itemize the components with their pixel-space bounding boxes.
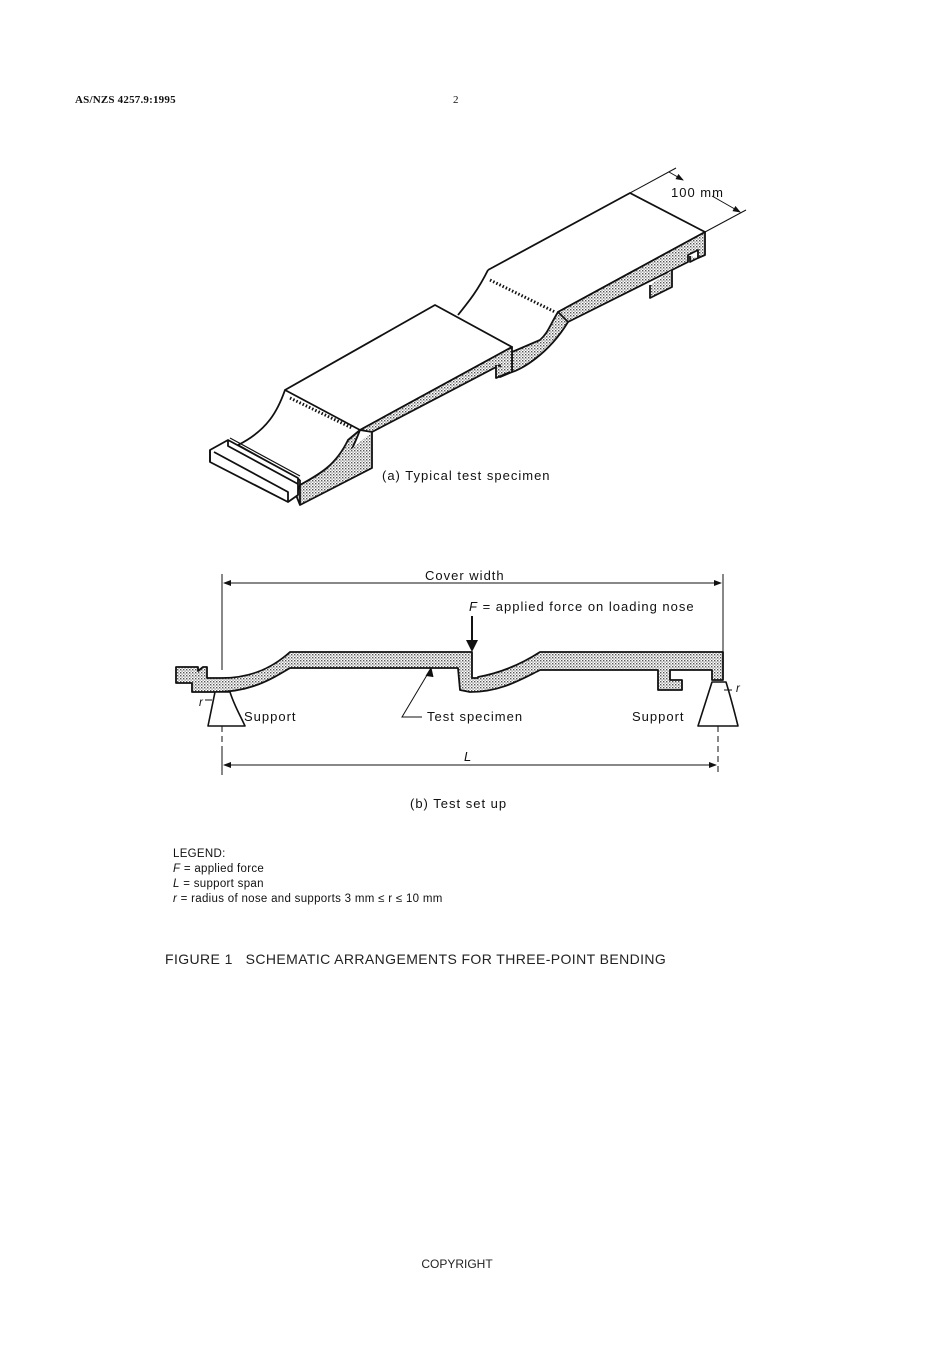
legend-item-force: F = applied force [173, 863, 265, 875]
specimen-leader [401, 666, 434, 718]
specimen-isometric [209, 167, 747, 506]
figure-caption: FIGURE 1 SCHEMATIC ARRANGEMENTS FOR THRE… [165, 951, 667, 967]
figure-a-caption: (a) Typical test specimen [382, 468, 551, 483]
right-radius-symbol: r [736, 683, 741, 695]
legend-title: LEGEND: [173, 848, 226, 860]
copyright-footer: COPYRIGHT [421, 1257, 493, 1271]
specimen-cross-section [175, 651, 724, 693]
legend-item-radius: r = radius of nose and supports 3 mm ≤ r… [173, 893, 443, 905]
left-support-label: Support [244, 709, 297, 724]
right-support [697, 681, 739, 775]
span-dimension [221, 752, 717, 775]
standard-id: AS/NZS 4257.9:1995 [75, 94, 176, 106]
cover-width-label: Cover width [425, 568, 505, 583]
right-support-label: Support [632, 709, 685, 724]
force-symbol: F [469, 599, 478, 614]
left-support [205, 691, 246, 765]
force-arrow-icon [466, 616, 478, 652]
page-number: 2 [453, 94, 459, 106]
legend: LEGEND: F = applied force L = support sp… [173, 847, 443, 907]
cover-width-dimension [221, 574, 724, 670]
span-symbol: L [464, 749, 472, 764]
legend-item-span: L = support span [173, 878, 264, 890]
force-label: F = applied force on loading nose [469, 599, 695, 614]
left-radius-symbol: r [199, 697, 204, 709]
width-dimension-label: 100 mm [671, 185, 724, 200]
figure-b-caption: (b) Test set up [410, 796, 507, 811]
test-specimen-label: Test specimen [427, 709, 523, 724]
force-description: = applied force on loading nose [478, 599, 695, 614]
